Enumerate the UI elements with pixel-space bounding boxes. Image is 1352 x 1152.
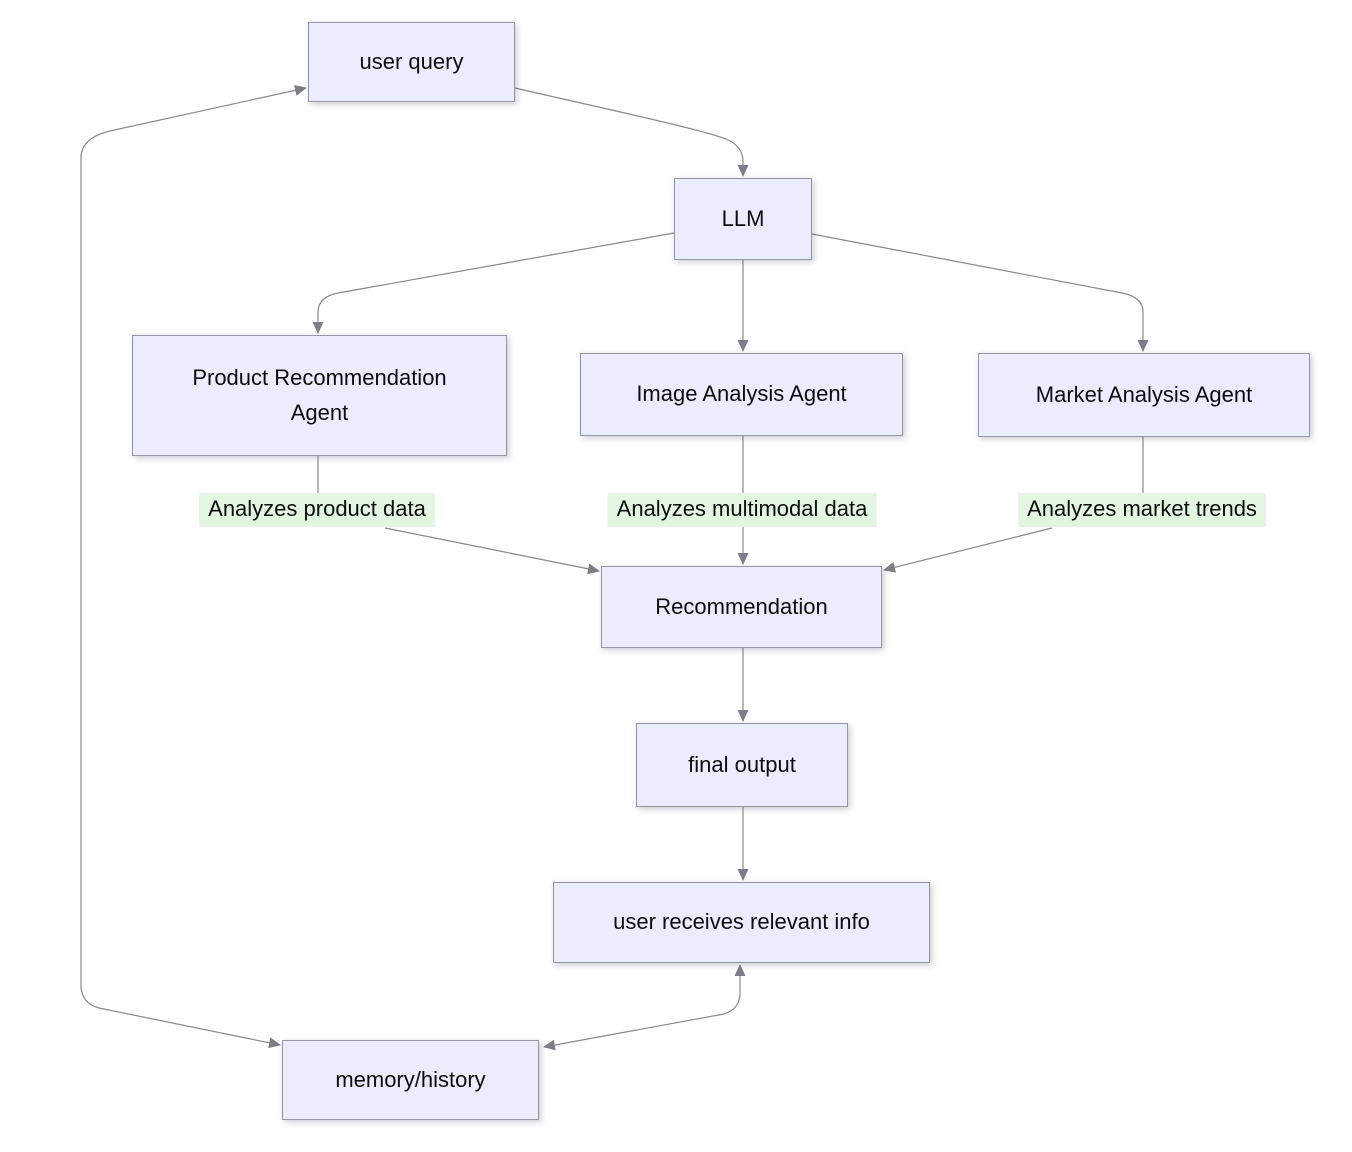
edge-label-analyzes-multimodal-data: Analyzes multimodal data <box>607 493 877 528</box>
edge-llm-to-product-agent <box>312 232 675 334</box>
node-recommendation: Recommendation <box>601 566 882 648</box>
edge-user-receives-memory-bidirectional <box>543 964 746 1051</box>
node-memory-history: memory/history <box>282 1040 539 1120</box>
node-market-analysis-agent-label: Market Analysis Agent <box>1035 381 1253 407</box>
node-memory-history-label: memory/history <box>335 1066 486 1092</box>
node-user-receives-relevant-info-label: user receives relevant info <box>613 909 870 935</box>
node-image-analysis-agent: Image Analysis Agent <box>580 353 903 436</box>
node-llm-label: LLM <box>721 205 765 231</box>
edge-label-analyzes-product-data: Analyzes product data <box>199 493 435 528</box>
edge-label-analyzes-market-trends: Analyzes market trends <box>1018 493 1266 528</box>
node-llm: LLM <box>674 178 812 260</box>
edge-market-label-to-recommendation <box>883 527 1053 573</box>
node-user-query-label: user query <box>359 48 464 74</box>
edge-product-label-to-recommendation <box>384 527 600 575</box>
node-image-analysis-agent-label: Image Analysis Agent <box>636 381 847 407</box>
edge-user-query-to-llm <box>514 87 749 177</box>
node-final-output-label: final output <box>688 751 796 777</box>
node-market-analysis-agent: Market Analysis Agent <box>978 353 1310 437</box>
node-recommendation-label: Recommendation <box>655 593 828 619</box>
edge-llm-to-market-agent <box>811 233 1149 352</box>
node-user-receives-relevant-info: user receives relevant info <box>553 882 930 963</box>
node-product-recommendation-agent-label: Product Recommendation Agent <box>192 365 447 425</box>
node-user-query: user query <box>308 22 515 102</box>
node-product-recommendation-agent: Product Recommendation Agent <box>132 335 507 456</box>
node-final-output: final output <box>636 723 848 807</box>
edge-memory-user-query-bidirectional <box>80 84 307 1049</box>
